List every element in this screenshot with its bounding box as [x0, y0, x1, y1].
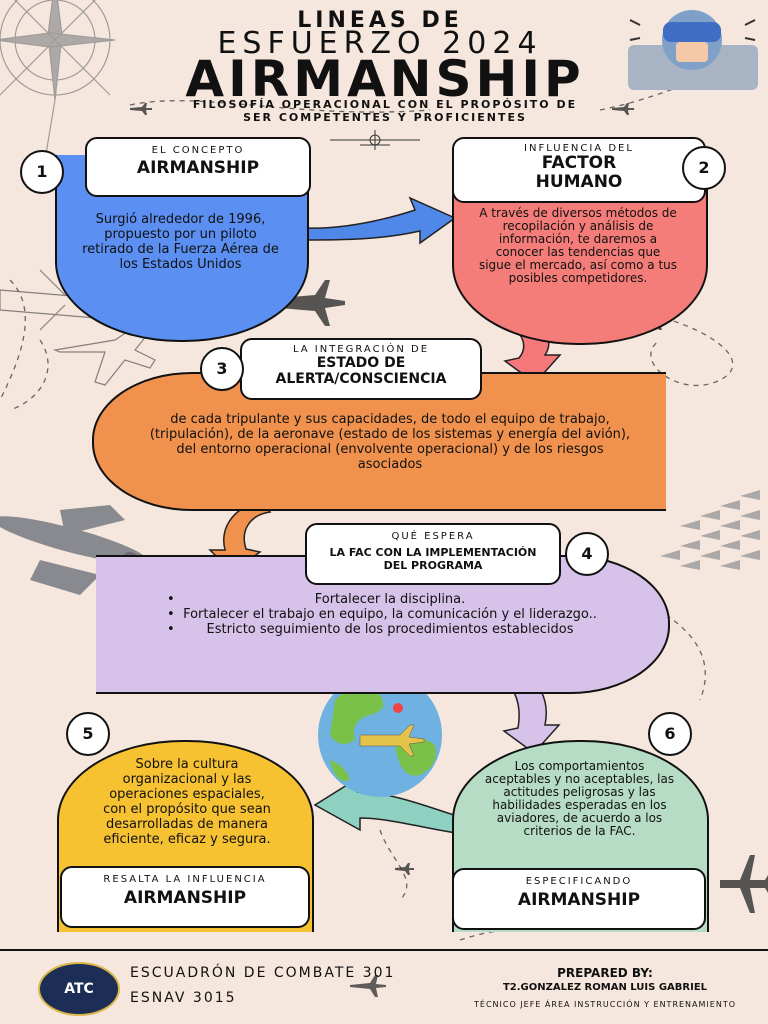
globe-icon: [318, 673, 442, 797]
step5-label-small: RESALTA LA INFLUENCIA: [103, 874, 267, 885]
title-line2: ESFUERZO 2024: [217, 26, 543, 61]
subtitle: FILOSOFÍA OPERACIONAL CON EL PROPÓSITO D…: [160, 98, 610, 124]
step4-number: 4: [565, 532, 609, 576]
prepared-by-name: T2.GONZALEZ ROMAN LUIS GABRIEL: [502, 982, 708, 993]
step4-label: QUÉ ESPERA LA FAC CON LA IMPLEMENTACIÓN …: [305, 523, 561, 585]
step2-text: A través de diversos métodos de recopila…: [478, 206, 678, 285]
step6-text: Los comportamientos aceptables y no acep…: [484, 759, 675, 838]
step5-text: Sobre la cultura organizacional y las op…: [103, 757, 271, 847]
step3-label-big2: ALERTA/CONSCIENCIA: [275, 371, 447, 387]
step4-item-3: Estricto seguimiento de los procedimient…: [206, 622, 574, 637]
unit-logo: ATC: [38, 962, 120, 1016]
step3-text: de cada tripulante y sus capacidades, de…: [149, 412, 631, 472]
subtitle-line1: FILOSOFÍA OPERACIONAL CON EL PROPÓSITO D…: [192, 98, 578, 111]
step5-number: 5: [66, 712, 110, 756]
step1-label: EL CONCEPTO AIRMANSHIP: [85, 137, 311, 197]
step6-number: 6: [648, 712, 692, 756]
step3-number: 3: [200, 347, 244, 391]
step1-text: Surgió alrededor de 1996, propuesto por …: [82, 212, 279, 272]
step3-label: LA INTEGRACIÓN DE ESTADO DE ALERTA/CONSC…: [240, 338, 482, 400]
step4-label-small: QUÉ ESPERA: [391, 531, 475, 542]
step6-label-big: AIRMANSHIP: [517, 890, 641, 910]
step4-list: •Fortalecer la disciplina. •Fortalecer e…: [167, 592, 605, 637]
list-item: •Fortalecer el trabajo en equipo, la com…: [167, 607, 597, 622]
arrow-1-to-2: [304, 196, 457, 245]
step4-label-big1: LA FAC CON LA IMPLEMENTACIÓN: [329, 546, 537, 559]
page-title: AIRMANSHIP: [185, 50, 585, 108]
step6-label: ESPECIFICANDO AIRMANSHIP: [452, 868, 706, 930]
list-item: •Estricto seguimiento de los procedimien…: [167, 622, 574, 637]
step2-label-big2: HUMANO: [535, 172, 623, 192]
step5-label: RESALTA LA INFLUENCIA AIRMANSHIP: [60, 866, 310, 928]
logo-text: ATC: [64, 981, 94, 997]
subtitle-line2: SER COMPETENTES Y PROFICIENTES: [243, 111, 527, 124]
step4-item-1: Fortalecer la disciplina.: [314, 592, 466, 607]
prepared-by-role: TÉCNICO JEFE ÁREA INSTRUCCIÓN Y ENTRENAM…: [474, 1000, 736, 1009]
step4-label-big2: DEL PROGRAMA: [383, 559, 483, 572]
prepared-by-title: PREPARED BY:: [557, 966, 653, 980]
list-item: •Fortalecer la disciplina.: [167, 592, 466, 607]
pilot-avatar-icon: [628, 10, 758, 90]
step2-label-small: INFLUENCIA DEL: [524, 143, 634, 154]
arrow-6-to-5: [313, 778, 471, 836]
compass-rose-icon: [0, 0, 116, 191]
step4-item-2: Fortalecer el trabajo en equipo, la comu…: [183, 607, 597, 622]
plane-formation-icon: [660, 490, 760, 570]
step2-number: 2: [682, 146, 726, 190]
footer-code: ESNAV 3015: [130, 990, 237, 1006]
step2-label: INFLUENCIA DEL FACTOR HUMANO: [452, 137, 706, 203]
step1-label-big: AIRMANSHIP: [136, 158, 260, 178]
step1-number: 1: [20, 150, 64, 194]
step3-label-small: LA INTEGRACIÓN DE: [292, 344, 430, 355]
step3-label-big1: ESTADO DE: [316, 355, 406, 371]
footer-unit: ESCUADRÓN DE COMBATE 301: [130, 965, 396, 981]
step1-label-small: EL CONCEPTO: [151, 145, 245, 156]
step6-label-small: ESPECIFICANDO: [525, 876, 633, 887]
step2-label-big1: FACTOR: [541, 153, 617, 173]
title-line1: LINEAS DE: [297, 8, 463, 33]
step5-label-big: AIRMANSHIP: [123, 888, 247, 908]
